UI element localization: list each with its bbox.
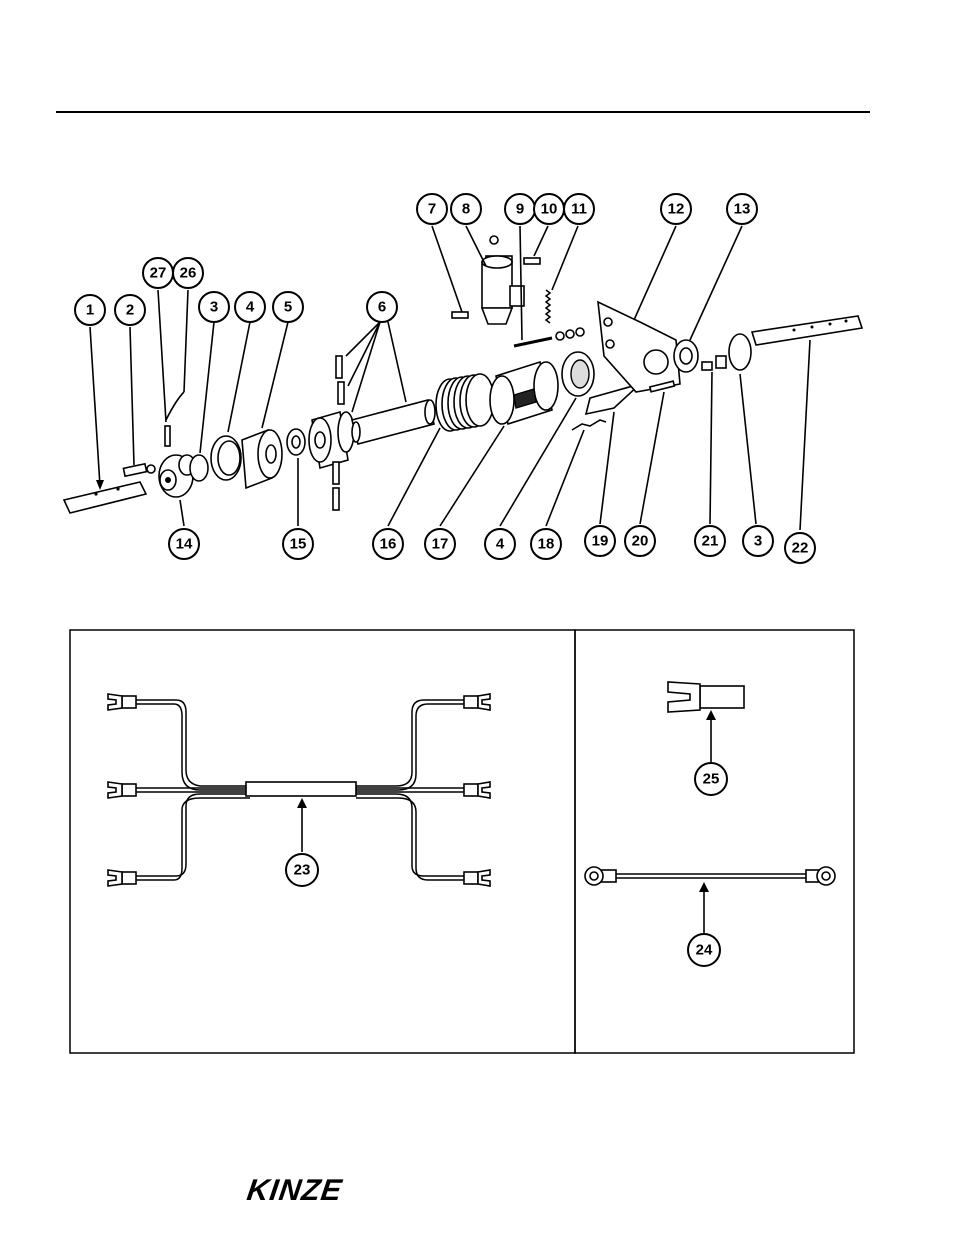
part-spring-16 xyxy=(436,374,494,431)
callout-label: 27 xyxy=(150,265,167,282)
wiring-harness-panel xyxy=(70,630,575,1053)
callout-label: 20 xyxy=(632,533,649,550)
callout-8: 8 xyxy=(451,194,481,224)
callout-22: 22 xyxy=(785,533,815,563)
part-wire-26 xyxy=(166,392,184,420)
callout-17: 17 xyxy=(425,529,455,559)
callout-18: 18 xyxy=(531,529,561,559)
callout-7: 7 xyxy=(417,194,447,224)
callout-label: 14 xyxy=(176,536,193,553)
arrowhead-25 xyxy=(706,710,716,720)
callout-label: 26 xyxy=(180,265,197,282)
callout-label: 8 xyxy=(462,201,470,218)
callout-label: 4 xyxy=(496,536,505,553)
callout-16: 16 xyxy=(373,529,403,559)
callout-label: 23 xyxy=(294,862,311,879)
part-bushing-13 xyxy=(674,340,698,372)
callout-label: 15 xyxy=(290,536,307,553)
arrowhead-24 xyxy=(699,882,709,892)
callout-label: 22 xyxy=(792,540,809,557)
part-snap-ring-4-left xyxy=(211,436,241,480)
callout-label: 3 xyxy=(210,299,218,316)
callout-2: 2 xyxy=(115,295,145,325)
callout-20: 20 xyxy=(625,526,655,556)
part-ring-3-left xyxy=(190,455,208,481)
callout-label: 7 xyxy=(428,201,436,218)
callout-4-upper: 4 xyxy=(235,292,265,322)
callout-14: 14 xyxy=(169,529,199,559)
callout-6: 6 xyxy=(367,292,397,322)
callout-9: 9 xyxy=(505,194,535,224)
callout-label: 19 xyxy=(592,533,609,550)
callout-label: 21 xyxy=(702,533,719,550)
part-ring-3-right xyxy=(729,334,751,370)
callout-26: 26 xyxy=(173,258,203,288)
callout-label: 12 xyxy=(668,201,685,218)
callout-1: 1 xyxy=(75,295,105,325)
callout-4-lower: 4 xyxy=(485,529,515,559)
part-shaft-left xyxy=(64,482,146,513)
callout-10: 10 xyxy=(534,194,564,224)
part-clip-18 xyxy=(572,420,606,430)
kinze-logo: KINZE xyxy=(245,1174,345,1207)
callout-label: 16 xyxy=(380,536,397,553)
part-tension-spring-11 xyxy=(546,290,550,323)
callout-13: 13 xyxy=(727,194,757,224)
part-roll-pin-27 xyxy=(165,426,170,446)
callout-label: 6 xyxy=(378,299,386,316)
callout-3-upper: 3 xyxy=(199,292,229,322)
part-screw-10 xyxy=(524,258,540,264)
callout-label: 13 xyxy=(734,201,751,218)
callout-11: 11 xyxy=(564,194,594,224)
callout-23: 23 xyxy=(286,854,318,886)
callout-15: 15 xyxy=(283,529,313,559)
callout-label: 24 xyxy=(696,942,713,959)
callout-24: 24 xyxy=(688,934,720,966)
part-shaft-right xyxy=(752,316,862,345)
part-collar-5 xyxy=(242,430,282,488)
callout-label: 17 xyxy=(432,536,449,553)
callout-27: 27 xyxy=(143,258,173,288)
part-long-bolt-9 xyxy=(514,328,584,346)
part-snap-ring-4-right xyxy=(562,352,594,396)
part-plate-12 xyxy=(598,302,680,392)
callout-label: 25 xyxy=(703,771,720,788)
ground-strap-24 xyxy=(585,867,835,885)
part-washer-15 xyxy=(287,429,305,455)
logo-text: KINZE xyxy=(245,1174,345,1207)
arrowhead-23 xyxy=(297,798,307,808)
part-sleeve-6 xyxy=(309,400,435,468)
callout-3-lower: 3 xyxy=(743,526,773,556)
callout-label: 2 xyxy=(126,302,134,319)
callout-label: 4 xyxy=(246,299,255,316)
part-bolt-21 xyxy=(702,356,726,370)
part-hub-14 xyxy=(159,455,195,497)
part-bolt-2 xyxy=(123,464,155,476)
part-bolt-7 xyxy=(452,312,468,318)
callout-25: 25 xyxy=(695,763,727,795)
callout-label: 1 xyxy=(86,302,94,319)
callout-19: 19 xyxy=(585,526,615,556)
callout-12: 12 xyxy=(661,194,691,224)
callout-label: 10 xyxy=(541,201,558,218)
fork-terminal-25 xyxy=(668,682,744,712)
callout-label: 5 xyxy=(284,299,292,316)
part-housing-17 xyxy=(490,362,558,424)
callout-label: 11 xyxy=(571,201,587,218)
callout-5: 5 xyxy=(273,292,303,322)
callout-label: 18 xyxy=(538,536,555,553)
callout-label: 9 xyxy=(516,201,524,218)
part-clutch-coil-8 xyxy=(482,236,524,324)
callout-21: 21 xyxy=(695,526,725,556)
callout-label: 3 xyxy=(754,533,762,550)
